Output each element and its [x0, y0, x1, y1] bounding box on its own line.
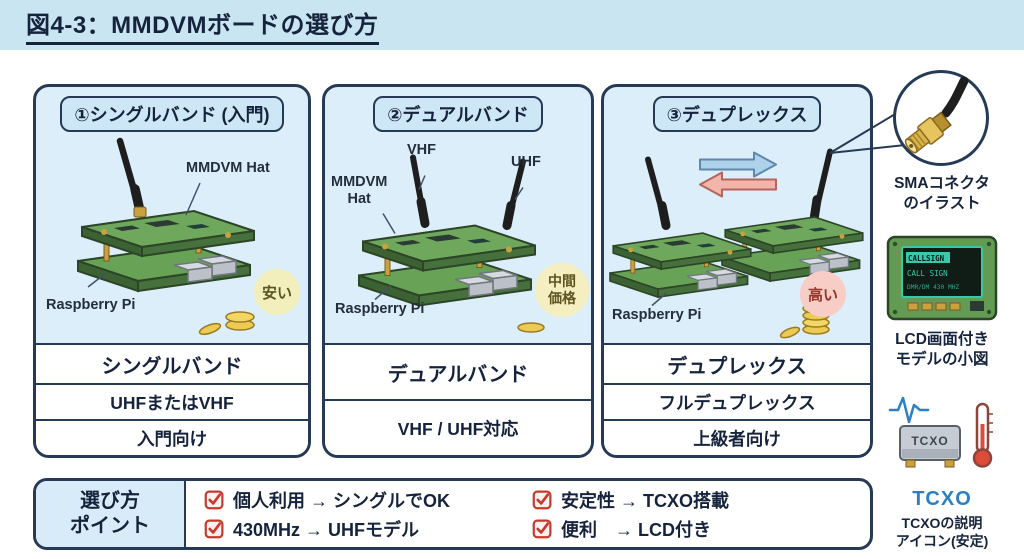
single-band-illustration: MMDVM Hat Raspberry Pi 安い: [36, 132, 308, 343]
price-badge-high: 高い: [800, 271, 846, 317]
duplex-card: ③デュプレックス: [601, 84, 873, 458]
figure-title: 図4-3：MMDVMボードの選び方: [26, 5, 379, 45]
uhf-label: UHF: [511, 154, 541, 170]
card-row: 上級者向け: [604, 419, 870, 455]
pi-hat-dual-drawing: [358, 154, 545, 333]
card-row: デュプレックス: [604, 343, 870, 383]
checkbox-checked-icon: [532, 490, 552, 510]
pi-leader-line: [374, 284, 392, 301]
point-item: 個人利用 → シングルでOK: [204, 487, 532, 513]
svg-text:CALLSIGN: CALLSIGN: [908, 254, 945, 263]
pi-hat-single-drawing: [77, 137, 255, 336]
tcxo-illustration: TCXO: [884, 390, 1002, 482]
raspberry-pi-label: Raspberry Pi: [46, 297, 136, 313]
tcxo-title: TCXO: [912, 488, 972, 510]
dual-band-card: ②デュアルバンド VHF UH: [322, 84, 594, 458]
mmdvm-hat-label: MMDVM Hat: [331, 174, 388, 208]
sma-connector-icon: [904, 76, 969, 154]
points-list: 個人利用 → シングルでOK 安定性 → TCXO搭載 430MHz → UHF…: [186, 481, 870, 547]
hat-leader-line: [382, 213, 396, 234]
raspberry-pi-label: Raspberry Pi: [612, 307, 702, 323]
svg-text:TCXO: TCXO: [911, 434, 948, 448]
single-band-card-title: ①シングルバンド (入門): [60, 96, 284, 132]
pulse-icon: [888, 396, 930, 424]
antenna-icon: [116, 137, 147, 218]
point-item: 便利 → LCD付き: [532, 516, 860, 542]
svg-text:DMR/DM 430 MHZ: DMR/DM 430 MHZ: [907, 284, 959, 291]
pi-leader-line: [651, 292, 667, 307]
right-antenna-icon: [809, 148, 833, 224]
checkbox-checked-icon: [532, 519, 552, 539]
vhf-label: VHF: [407, 142, 436, 158]
coin-stack-icon: [198, 311, 255, 336]
mmdvm-hat-label: MMDVM Hat: [186, 160, 270, 176]
card-row: 入門向け: [36, 419, 308, 455]
card-row: VHF / UHF対応: [325, 399, 591, 455]
lcd-caption: LCD画面付き モデルの小図: [895, 331, 989, 369]
points-panel-title: 選び方 ポイント: [36, 481, 186, 547]
raspberry-pi-label: Raspberry Pi: [335, 301, 425, 317]
sma-caption: SMAコネクタ のイラスト: [894, 175, 990, 213]
sma-connector-callout: [893, 70, 989, 166]
dual-band-card-title: ②デュアルバンド: [373, 96, 543, 132]
uhf-antenna-icon: [502, 158, 526, 230]
card-row: シングルバンド: [36, 343, 308, 383]
uhf-leader-line: [514, 187, 524, 200]
lcd-board-icon: CALLSIGN CALL SIGN DMR/DM 430 MHZ: [886, 235, 998, 321]
figure-header: 図4-3：MMDVMボードの選び方: [0, 0, 1024, 50]
checkbox-checked-icon: [204, 519, 224, 539]
thermometer-icon: [972, 402, 993, 468]
coin-icon: [517, 322, 545, 333]
tcxo-caption: TCXOの説明 アイコン(安定): [895, 515, 989, 550]
svg-text:CALL SIGN: CALL SIGN: [907, 269, 948, 278]
pi-leader-line: [87, 272, 107, 288]
hat-leader-line: [185, 182, 201, 216]
tcxo-icon: TCXO: [888, 396, 993, 468]
card-row: フルデュプレックス: [604, 383, 870, 419]
selection-points-panel: 選び方 ポイント 個人利用 → シングルでOK 安定性 → TCXO搭載: [33, 478, 873, 550]
duplex-card-title: ③デュプレックス: [652, 96, 822, 132]
dual-band-illustration: VHF UHF MMDVM Hat Raspberry Pi 中間 価格: [325, 132, 591, 343]
price-badge-mid: 中間 価格: [535, 263, 589, 317]
point-item: 安定性 → TCXO搭載: [532, 487, 860, 513]
card-row: デュアルバンド: [325, 343, 591, 399]
left-antenna-icon: [645, 156, 671, 230]
lcd-board-thumbnail: CALLSIGN CALL SIGN DMR/DM 430 MHZ: [886, 234, 998, 322]
duplex-arrows-icon: [699, 151, 777, 198]
vhf-leader-line: [418, 175, 426, 190]
checkbox-checked-icon: [204, 490, 224, 510]
price-badge-cheap: 安い: [254, 269, 300, 315]
oscillator-chip-icon: TCXO: [899, 425, 961, 468]
duplex-illustration: Raspberry Pi 高い: [604, 132, 870, 343]
point-item: 430MHz → UHFモデル: [204, 516, 532, 542]
single-band-card: ①シングルバンド (入門) MMDVM Hat Raspberry Pi: [33, 84, 311, 458]
vhf-antenna-icon: [410, 154, 430, 228]
card-row: UHFまたはVHF: [36, 383, 308, 419]
